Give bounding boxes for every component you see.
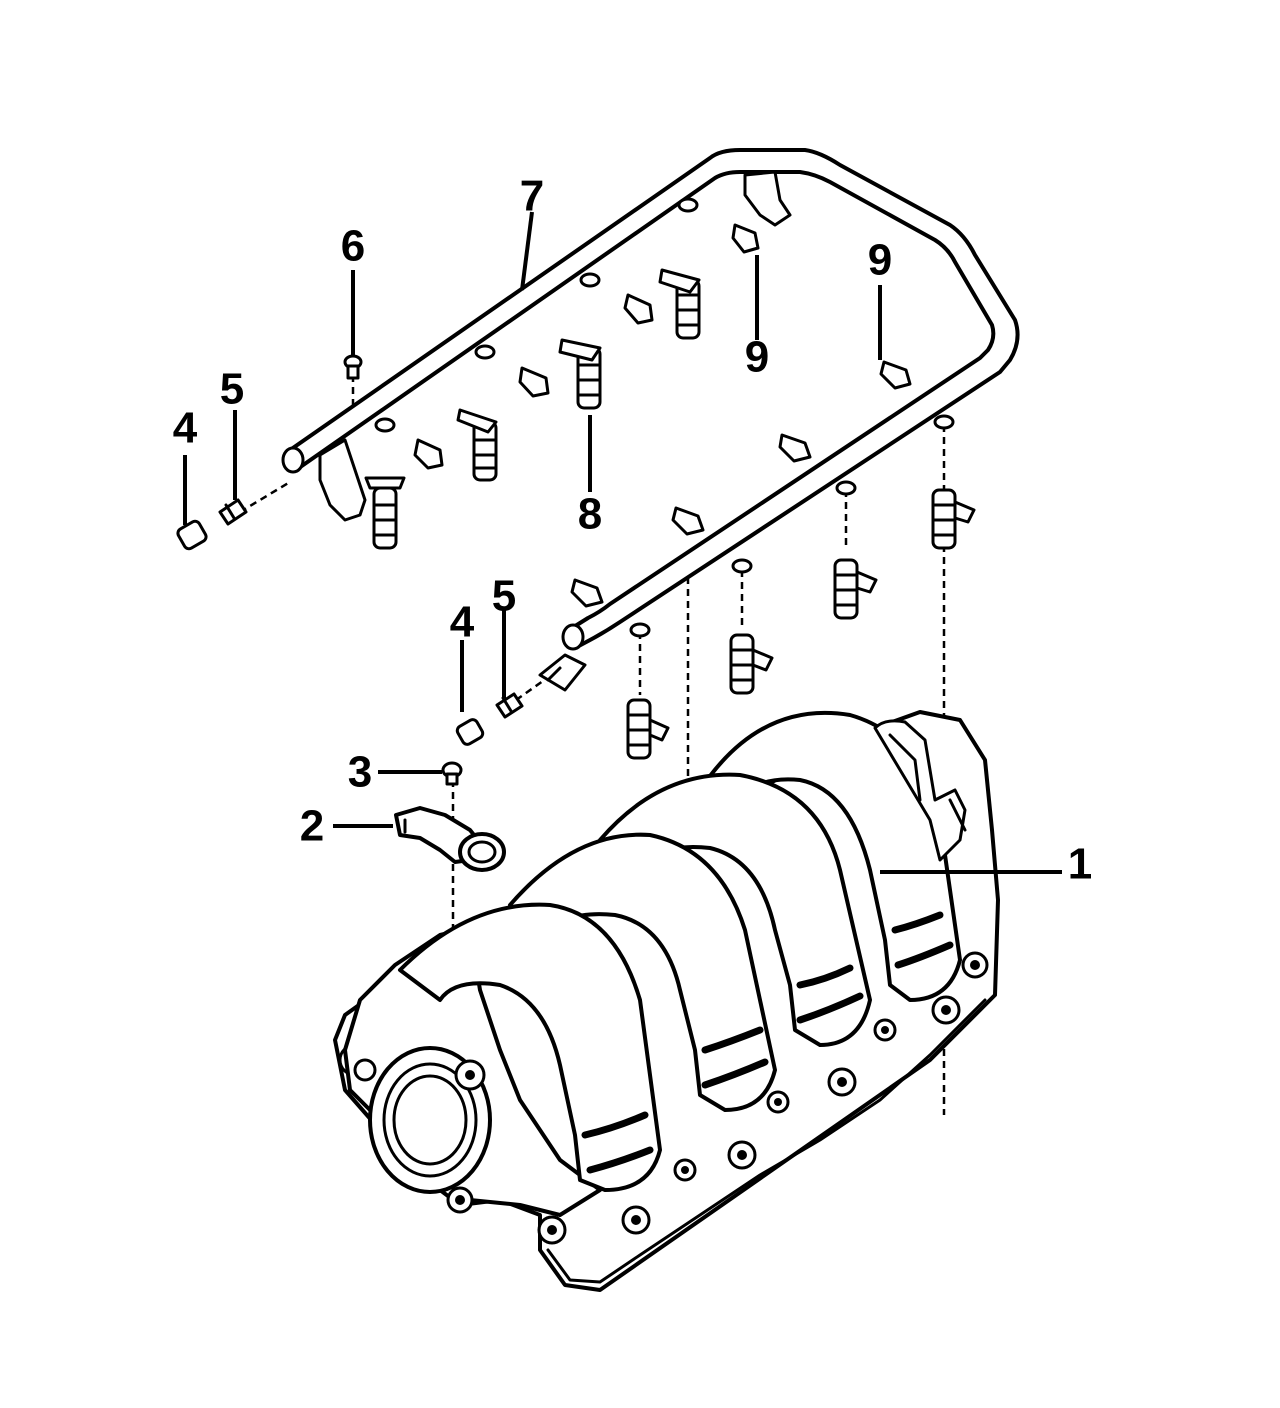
- injector: [558, 338, 602, 410]
- callout-3: 3: [348, 748, 372, 797]
- rail-cap-lower: [455, 718, 485, 746]
- injector: [658, 268, 701, 340]
- callout-8: 8: [578, 490, 602, 539]
- callout-5: 5: [492, 572, 516, 621]
- callout-2: 2: [300, 802, 324, 851]
- callout-9: 9: [868, 236, 892, 285]
- injector: [626, 698, 670, 760]
- fuel-rail: [281, 148, 1020, 692]
- fuel-injectors: [364, 268, 976, 760]
- callout-7: 7: [520, 172, 544, 221]
- outlet-bolt: [441, 761, 463, 786]
- rail-fitting-upper: [218, 498, 248, 526]
- vacuum-fitting: [394, 806, 506, 872]
- callout-6: 6: [341, 222, 365, 271]
- injector: [364, 476, 406, 550]
- rail-fitting-lower: [495, 692, 524, 719]
- rail-bolt: [343, 354, 363, 380]
- callout-4: 4: [450, 598, 475, 647]
- callout-4: 4: [173, 404, 198, 453]
- callout-9: 9: [745, 333, 769, 382]
- injector: [729, 633, 774, 695]
- injector-clips: [413, 223, 912, 608]
- injector: [456, 408, 498, 482]
- injector: [931, 488, 976, 550]
- callout-1: 1: [1068, 840, 1092, 889]
- rail-cap-upper: [176, 519, 208, 551]
- intake-manifold: [333, 710, 1000, 1292]
- callout-5: 5: [220, 365, 244, 414]
- leader-lines: [183, 211, 1062, 874]
- callouts: 1 2 3 4 5 6 7 8 9 4 5 9: [173, 172, 1092, 889]
- injector: [833, 558, 878, 620]
